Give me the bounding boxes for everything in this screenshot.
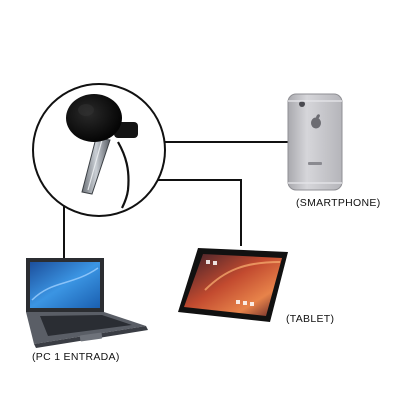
pc-label: (PC 1 ENTRADA) xyxy=(32,351,120,363)
laptop-icon xyxy=(26,258,148,348)
lapel-microphone-icon xyxy=(32,83,166,217)
tablet-label: (TABLET) xyxy=(286,313,335,325)
smartphone-label: (SMARTPHONE) xyxy=(296,197,381,209)
tablet-icon xyxy=(178,248,288,322)
smartphone-icon xyxy=(287,93,343,191)
line-mic-to-tablet xyxy=(150,179,242,246)
